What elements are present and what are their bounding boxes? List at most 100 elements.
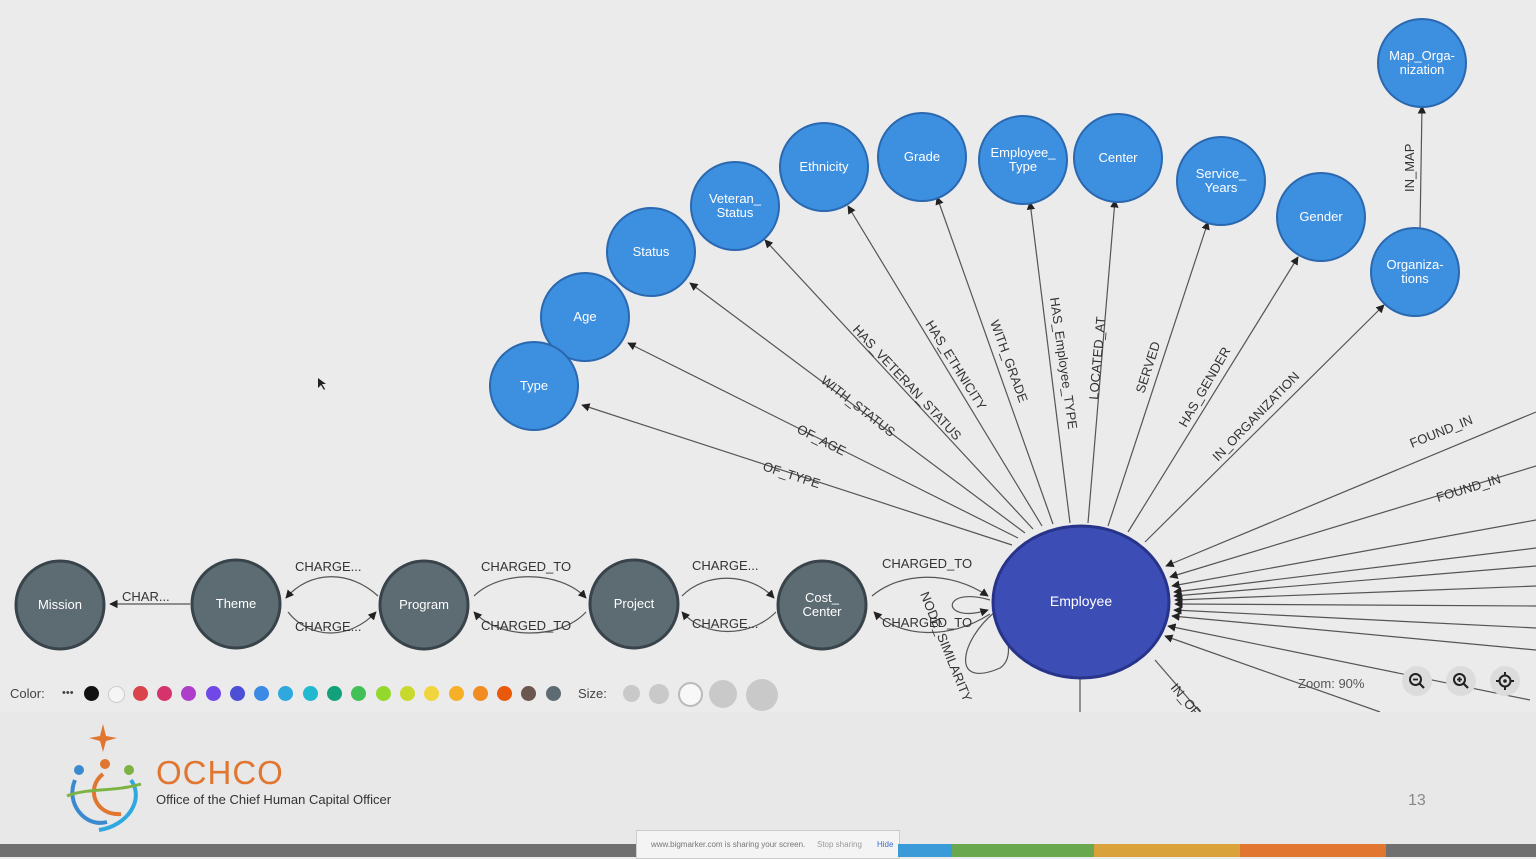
edge-incoming-11 [1164,634,1381,712]
stop-sharing-button[interactable]: Stop sharing [817,840,862,849]
zoom-out-button[interactable] [1402,666,1432,696]
recenter-button[interactable] [1490,666,1520,696]
node-label-status: Status [633,244,670,259]
node-label-age: Age [573,309,596,324]
node-age[interactable]: Age [540,272,630,362]
page-number: 13 [1408,792,1426,809]
node-label-gender: Gender [1299,209,1343,224]
size-option-xs[interactable] [623,685,640,702]
color-swatch[interactable] [229,686,245,701]
color-swatch[interactable] [424,686,440,701]
footer-stripe-green [952,844,1094,857]
edge-label-found-in-1: FOUND_IN [1408,412,1475,451]
edge-of-age [627,342,1019,539]
more-colors-button[interactable]: ••• [62,687,74,699]
edge-has-veteran-status [764,239,1034,530]
node-label-center: Center [1098,150,1138,165]
color-swatch[interactable] [448,686,464,701]
node-label-theme: Theme [216,596,256,611]
edge-program-project-top [473,576,587,599]
edge-label-located-at: LOCATED_AT [1086,316,1108,400]
node-label-organizations: Organiza-tions [1386,257,1443,286]
ochco-logo-icon [66,724,142,832]
size-label: Size: [578,686,607,701]
color-swatch[interactable] [181,686,197,701]
size-option-xl[interactable] [746,679,778,711]
zoom-in-icon [1453,673,1469,689]
footer-stripe-orange [1240,844,1386,857]
edge-incoming-7 [1174,599,1536,609]
node-label-map-organization: Map_Orga-nization [1389,48,1455,77]
node-service-years[interactable]: Service_Years [1176,136,1266,226]
edge-in-of [1154,659,1201,712]
node-employee-type[interactable]: Employee_Type [978,115,1068,205]
color-label: Color: [10,686,45,701]
edge-incoming-3 [1171,519,1536,589]
node-label-program: Program [399,597,449,612]
zoom-in-button[interactable] [1446,666,1476,696]
node-type[interactable]: Type [489,341,579,431]
node-gender[interactable]: Gender [1276,172,1366,262]
color-swatch[interactable] [254,686,270,701]
color-swatch[interactable] [399,686,415,701]
edge-with-status [689,282,1026,534]
hide-button[interactable]: Hide [877,840,894,849]
edge-in-map [1417,105,1427,231]
edge-label-mission-theme: CHAR... [122,589,170,604]
graph-svg[interactable]: IN_MAP HAS_VETERAN_STATUS HAS_ETHNICITY … [0,0,1536,712]
color-swatch[interactable] [108,686,126,703]
color-swatch[interactable] [521,686,537,701]
node-label-mission: Mission [38,597,82,612]
edge-in-organization [1144,304,1385,543]
edge-label-theme-program-bottom: CHARGE... [295,619,361,634]
screen-share-bar: www.bigmarker.com is sharing your screen… [636,830,900,859]
node-label-service-years: Service_Years [1196,166,1247,195]
node-employee[interactable]: Employee [991,524,1171,680]
node-cost-center[interactable]: Cost_Center [776,559,868,651]
color-swatch[interactable] [375,686,391,701]
brand-name: OCHCO [156,754,284,791]
node-project[interactable]: Project [588,558,680,650]
node-veteran-status[interactable]: Veteran_Status [690,161,780,251]
node-theme[interactable]: Theme [190,558,282,650]
node-organizations[interactable]: Organiza-tions [1370,227,1460,317]
edge-label-project-cost-top: CHARGE... [692,558,758,573]
edge-label-with-grade: WITH_GRADE [987,318,1031,405]
edge-found-in-2 [1169,465,1536,579]
node-ethnicity[interactable]: Ethnicity [779,122,869,212]
color-swatch[interactable] [302,686,318,701]
chain-nodes: Mission Theme Program Project Cost_Cente… [14,558,868,651]
node-label-type: Type [520,378,548,393]
color-swatch[interactable] [497,686,513,701]
zoom-out-icon [1409,673,1425,689]
edge-project-program-bottom [473,611,587,634]
size-option-m-selected[interactable] [678,682,703,707]
color-swatch[interactable] [278,686,294,701]
node-label-grade: Grade [904,149,940,164]
node-grade[interactable]: Grade [877,112,967,202]
node-map-organization[interactable]: Map_Orga-nization [1377,18,1467,108]
color-swatch[interactable] [132,686,148,701]
color-swatch[interactable] [351,686,367,701]
size-option-s[interactable] [649,684,669,704]
edge-cost-project-bottom [681,611,777,632]
node-mission[interactable]: Mission [14,559,106,651]
node-label-project: Project [614,596,655,611]
edge-label-program-project-top: CHARGED_TO [481,559,571,574]
edge-has-employee-type [1026,201,1071,524]
color-swatch[interactable] [84,686,99,701]
size-option-l[interactable] [709,680,737,708]
node-center[interactable]: Center [1073,113,1163,203]
style-toolbar: Color: ••• Size: Zoom: 90% [0,666,1536,712]
color-swatch[interactable] [156,686,172,701]
node-program[interactable]: Program [378,559,470,651]
edge-employee-cost-bottom [873,611,991,634]
node-status[interactable]: Status [606,207,696,297]
color-swatch[interactable] [327,686,342,701]
graph-canvas[interactable]: IN_MAP HAS_VETERAN_STATUS HAS_ETHNICITY … [0,0,1536,712]
footer-stripe-gold [1094,844,1240,857]
edge-self-loop [951,595,991,617]
color-swatch[interactable] [545,686,561,701]
color-swatch[interactable] [472,686,488,701]
color-swatch[interactable] [205,686,221,701]
